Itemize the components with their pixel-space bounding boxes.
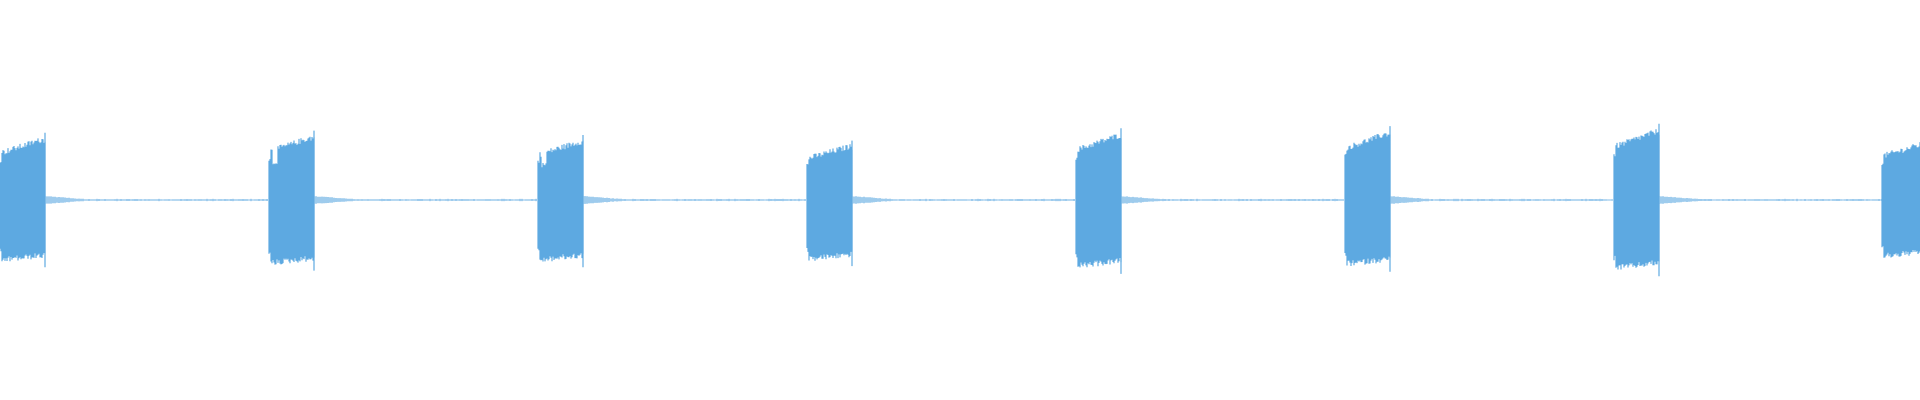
waveform-burst bbox=[0, 138, 46, 262]
baseline-segment bbox=[44, 196, 268, 204]
baseline-segment bbox=[1389, 196, 1613, 204]
waveform-burst bbox=[537, 140, 584, 262]
baseline-segment bbox=[1120, 196, 1344, 204]
waveform-burst bbox=[1344, 133, 1391, 266]
waveform-burst bbox=[806, 144, 853, 261]
baseline-segment bbox=[851, 196, 1075, 204]
waveform-burst bbox=[1881, 142, 1920, 258]
baseline-segment bbox=[1658, 196, 1882, 204]
baseline-segment bbox=[582, 196, 806, 204]
waveform-burst bbox=[268, 136, 315, 265]
waveform-burst bbox=[1613, 129, 1660, 270]
waveform-baseline bbox=[44, 196, 1882, 204]
waveform-bursts bbox=[0, 123, 1920, 277]
waveform-burst bbox=[1075, 134, 1122, 268]
baseline-segment bbox=[313, 196, 537, 204]
